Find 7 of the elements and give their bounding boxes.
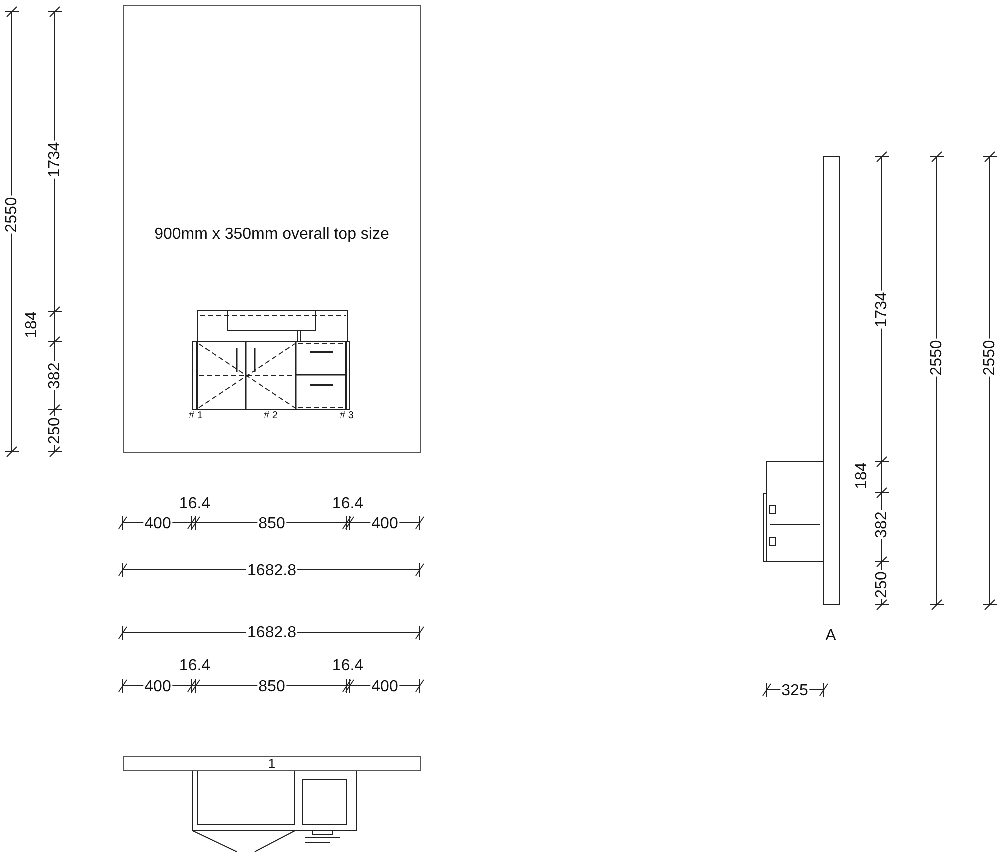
part-number: 1 (267, 755, 277, 773)
cabinet-number: # 2 (264, 410, 278, 422)
countertop-slab (123, 756, 421, 771)
cabinet-number: # 3 (340, 410, 354, 422)
cabinet-number: # 1 (189, 410, 203, 422)
size-note: 900mm x 350mm overall top size (154, 226, 390, 244)
wall-panel (123, 5, 421, 453)
